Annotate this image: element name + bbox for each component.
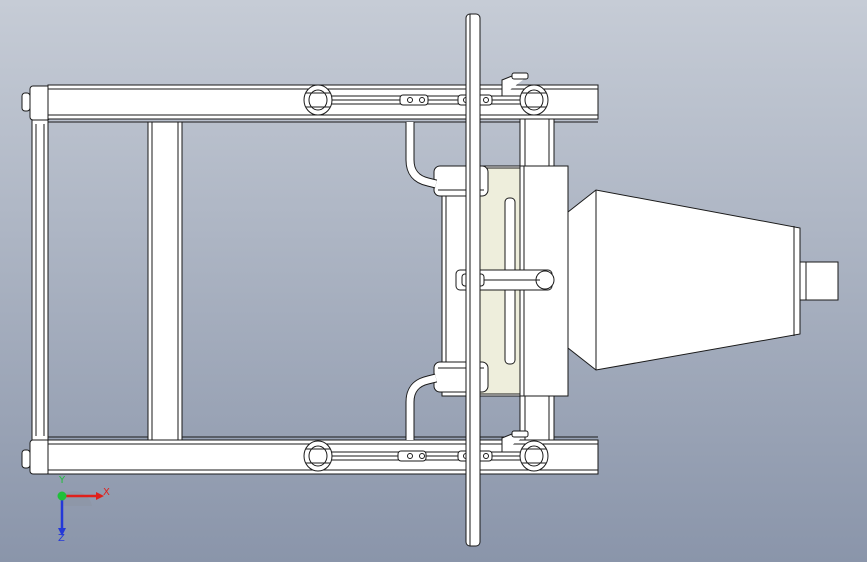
triad-x-label: X [103,487,110,498]
top-bolt-left[interactable] [303,84,333,116]
cone-housing[interactable] [567,189,801,371]
right-post-upper[interactable] [519,118,555,168]
left-end-rail[interactable] [31,119,49,441]
upper-bent-pipe[interactable] [405,122,438,189]
bottom-grease-fitting [501,430,529,452]
cross-member[interactable] [147,121,183,441]
triad-y-label: Y [59,475,66,486]
reference-triad[interactable]: X Y Z [46,476,110,546]
lower-bent-pipe[interactable] [405,373,438,440]
bottom-bolt-left[interactable] [303,440,333,472]
top-bolt-right[interactable] [519,84,549,116]
bottom-bolt-right[interactable] [519,440,549,472]
top-grease-fitting [501,72,529,96]
output-shaft[interactable] [799,261,839,301]
triad-z-label: Z [58,533,65,544]
main-vertical-shaft[interactable] [465,13,481,547]
top-tension-rod[interactable] [329,94,531,106]
bottom-tension-rod[interactable] [329,450,531,462]
triad-axes [57,491,104,536]
left-corner-caps [21,85,51,475]
